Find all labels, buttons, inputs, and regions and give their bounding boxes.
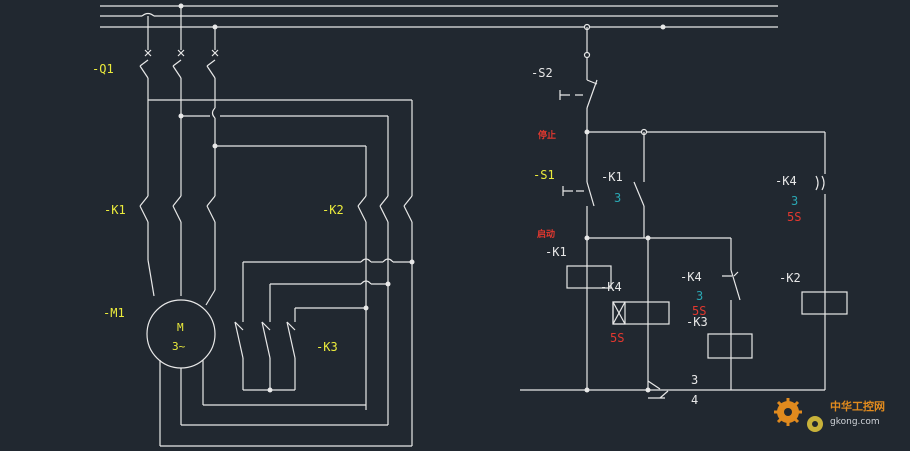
k2-feed-wiring xyxy=(148,99,413,196)
label-k4-right: -K4 xyxy=(775,174,797,188)
watermark-en: gkong.com xyxy=(830,417,880,427)
label-terminal-3: 3 xyxy=(691,373,698,387)
label-q1: -Q1 xyxy=(92,62,114,76)
watermark: 中华工控网 gkong.com xyxy=(774,398,885,432)
label-k4-right-num: 3 xyxy=(791,194,798,208)
label-k1-hold: -K1 xyxy=(601,170,623,184)
label-stop: 停止 xyxy=(538,129,556,141)
contactor-k2-main xyxy=(357,195,415,446)
label-terminal-4: 4 xyxy=(691,393,698,407)
power-rails xyxy=(100,3,778,31)
label-k3-coil: -K3 xyxy=(686,315,708,329)
k3-cross-wiring xyxy=(242,258,412,322)
labels: -Q1 -K1 -K2 -M1 M 3~ -K3 -S2 停止 -S1 -K1 … xyxy=(92,62,801,407)
label-k2-main: -K2 xyxy=(322,203,344,217)
label-k2-coil: -K2 xyxy=(779,271,801,285)
breaker-q1 xyxy=(139,6,219,196)
label-s2: -S2 xyxy=(531,66,553,80)
gear-icon xyxy=(774,398,823,432)
label-k4-contact-time: 5S xyxy=(692,304,706,318)
label-k1-hold-num: 3 xyxy=(614,191,621,205)
label-k4-timer-time: 5S xyxy=(610,331,624,345)
label-k1-coil: -K1 xyxy=(545,245,567,259)
label-k4-contact: -K4 xyxy=(680,270,702,284)
motor-m1 xyxy=(146,299,412,447)
label-k4-contact-num: 3 xyxy=(696,289,703,303)
label-motor-phase: 3~ xyxy=(172,340,186,353)
label-k4-timer: -K4 xyxy=(600,280,622,294)
label-k4-right-time: 5S xyxy=(787,210,801,224)
label-s1: -S1 xyxy=(533,168,555,182)
label-m1: -M1 xyxy=(103,306,125,320)
watermark-cn: 中华工控网 xyxy=(830,399,885,413)
label-k3-main: -K3 xyxy=(316,340,338,354)
control-circuit xyxy=(520,27,848,399)
label-motor-m: M xyxy=(177,321,184,334)
contactor-k3-star xyxy=(234,321,296,393)
label-start: 启动 xyxy=(537,228,555,240)
contactor-k1-main xyxy=(139,195,216,306)
label-k1-main: -K1 xyxy=(104,203,126,217)
